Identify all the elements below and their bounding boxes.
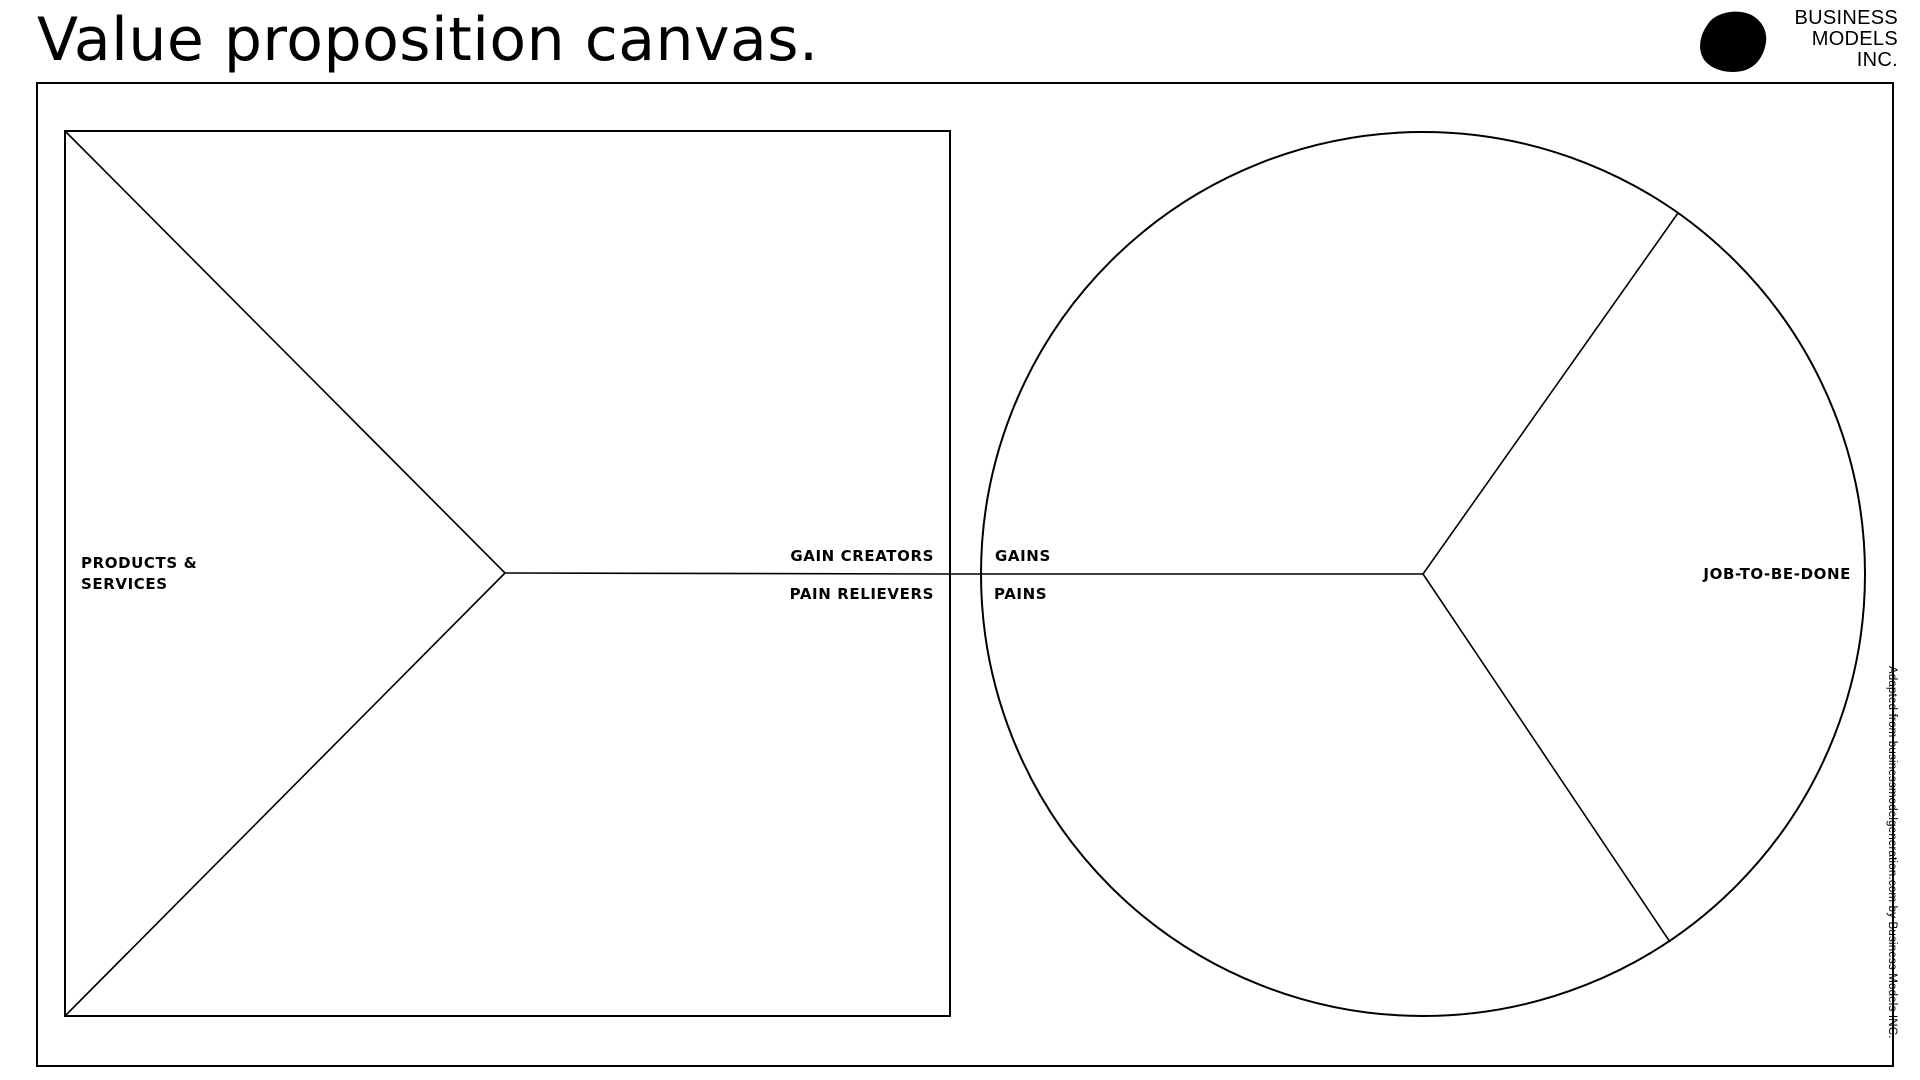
page-title: Value proposition canvas.	[37, 5, 819, 75]
logo-blob-icon	[1700, 11, 1767, 72]
logo-text: BUSINESS MODELS INC.	[1794, 8, 1898, 71]
value-map-upper-diagonal	[64, 130, 506, 574]
logo-line-3: INC.	[1856, 49, 1898, 71]
customer-profile-upper-line	[1422, 212, 1679, 575]
business-models-inc-logo: BUSINESS MODELS INC.	[1698, 8, 1898, 72]
products-services-line-2: SERVICES	[81, 575, 168, 593]
credit-text: Adapted from businessmodelgeneration.com…	[1886, 666, 1898, 1039]
products-services-line-1: PRODUCTS &	[81, 554, 197, 572]
logo-line-2: MODELS	[1811, 28, 1898, 50]
pains-label: PAINS	[994, 585, 1047, 603]
pain-relievers-label: PAIN RELIEVERS	[790, 585, 934, 603]
gains-label: GAINS	[995, 547, 1051, 565]
outer-frame	[36, 82, 1894, 1067]
value-map-lower-diagonal	[64, 572, 506, 1017]
value-map-center-line	[504, 572, 951, 575]
job-to-be-done-label: JOB-TO-BE-DONE	[1702, 565, 1851, 583]
customer-profile-lower-line	[1422, 573, 1671, 943]
value-map: PRODUCTS & SERVICES GAIN CREATORS PAIN R…	[64, 130, 951, 1017]
gain-creators-label: GAIN CREATORS	[790, 547, 934, 565]
products-services-label: PRODUCTS & SERVICES	[81, 554, 203, 593]
customer-profile: GAINS PAINS JOB-TO-BE-DONE	[980, 131, 1866, 1017]
logo-line-1: BUSINESS	[1794, 7, 1898, 29]
